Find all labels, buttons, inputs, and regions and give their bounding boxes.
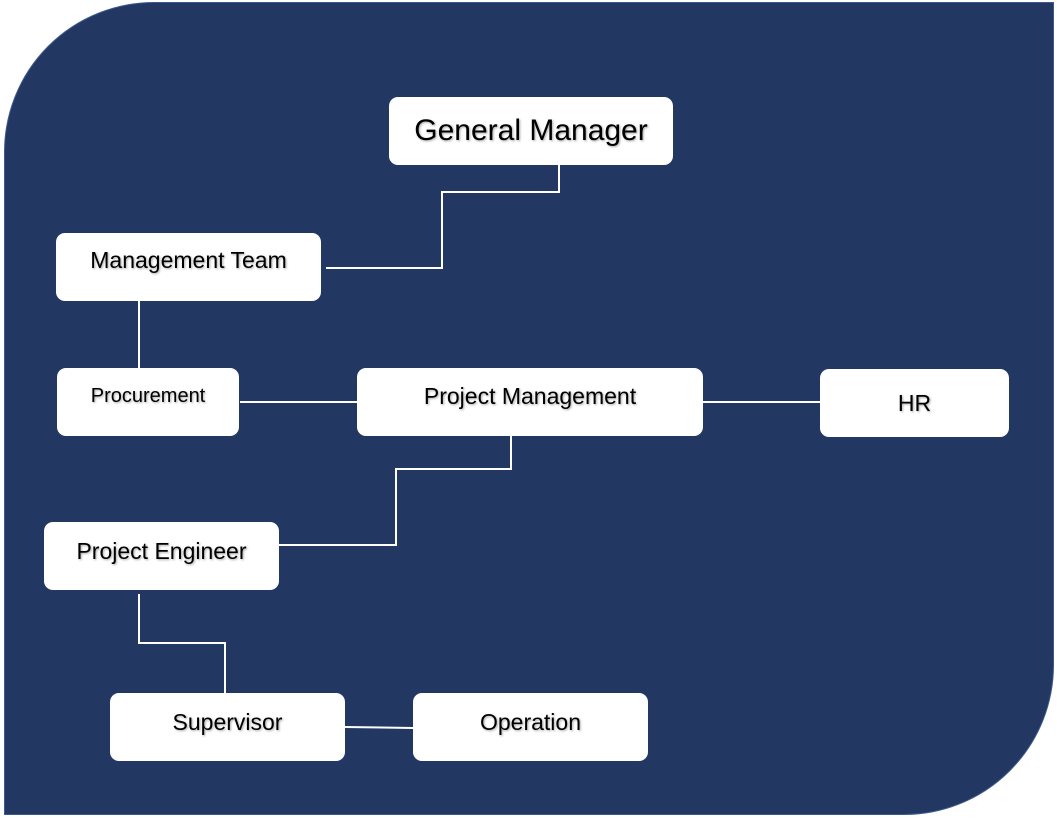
- node-project-management: Project Management: [357, 368, 703, 436]
- node-label-hr: HR: [897, 389, 932, 416]
- node-general-manager: General Manager: [389, 97, 673, 165]
- node-label-management-team: Management Team: [90, 246, 287, 273]
- node-label-operation: Operation: [479, 708, 581, 735]
- node-label-project-engineer: Project Engineer: [76, 537, 247, 564]
- node-procurement: Procurement: [57, 368, 239, 436]
- node-operation: Operation: [413, 693, 648, 761]
- node-hr: HR: [820, 369, 1009, 437]
- node-label-general-manager: General Manager: [414, 114, 648, 147]
- node-label-supervisor: Supervisor: [172, 708, 283, 735]
- node-project-engineer: Project Engineer: [44, 522, 279, 590]
- node-label-project-management: Project Management: [423, 382, 637, 409]
- node-management-team: Management Team: [56, 233, 321, 301]
- node-supervisor: Supervisor: [110, 693, 345, 761]
- node-label-procurement: Procurement: [90, 384, 206, 407]
